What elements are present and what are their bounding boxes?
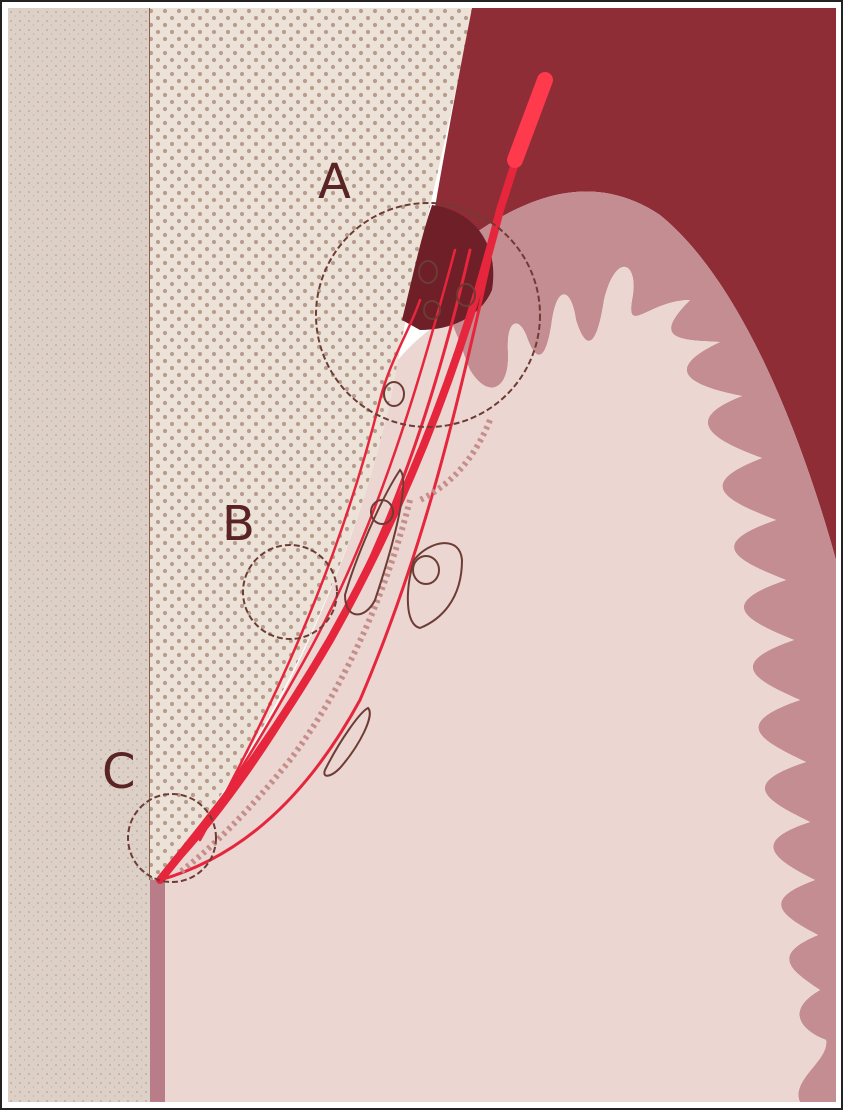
- label-b: B: [222, 496, 255, 552]
- tooth-surface: [8, 8, 150, 1102]
- label-c: C: [102, 744, 136, 800]
- root-cementum-line: [150, 880, 165, 1102]
- label-a: A: [318, 154, 351, 210]
